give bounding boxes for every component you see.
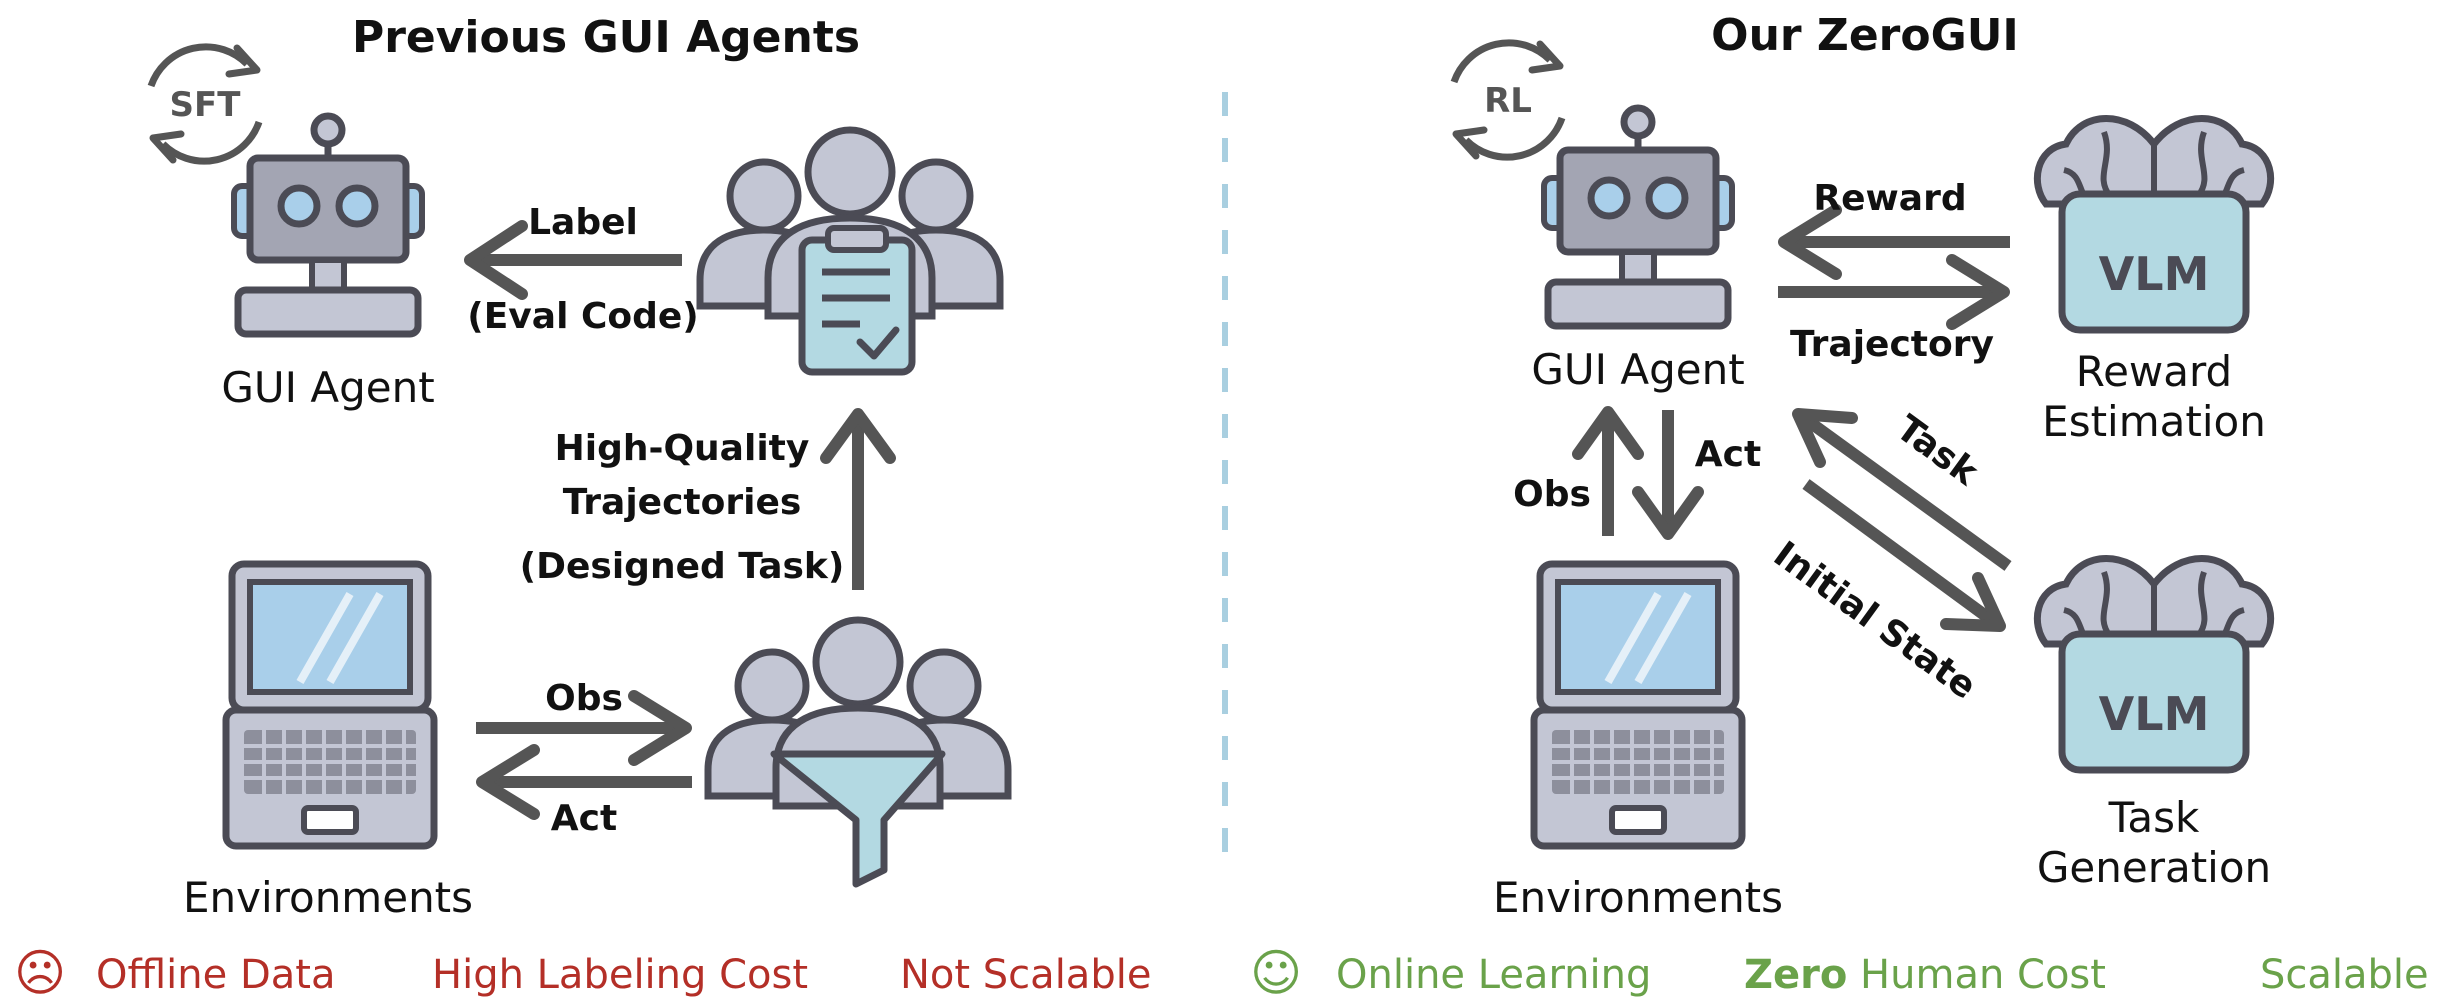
vlm-bottom-label: VLM [2099, 687, 2210, 741]
rl-label: RL [1484, 81, 1532, 121]
sft-cycle-icon: SFT [151, 47, 259, 161]
trajectory-arrow [1778, 254, 2010, 330]
reward-arrow [1778, 204, 2010, 280]
reward-est-line2: Estimation [2042, 397, 2266, 446]
robot-icon-right [1544, 108, 1732, 326]
act-label-left: Act [551, 798, 617, 839]
label-arrow [464, 220, 682, 300]
hq-line1: High-Quality [555, 428, 810, 469]
annotators-icon [700, 130, 1000, 376]
human-cost-text: Human Cost [1847, 952, 2106, 998]
hq-line2: Trajectories [563, 482, 802, 523]
footer-item-scalable: Scalable [2260, 952, 2429, 998]
right-title: Our ZeroGUI [1711, 10, 2019, 61]
zero-bold: Zero [1744, 952, 1847, 998]
happy-face-icon: ☺ [1250, 944, 1302, 1002]
obs-label-left: Obs [545, 678, 623, 719]
left-title: Previous GUI Agents [352, 12, 860, 63]
task-label: Task [1888, 408, 1985, 494]
filter-group-icon [708, 620, 1008, 888]
reward-est-line1: Reward [2076, 347, 2232, 396]
task-arrow [1792, 408, 2012, 571]
laptop-icon-left [226, 564, 434, 846]
trajectory-label: Trajectory [1790, 324, 1994, 365]
footer-right: ☺ Online Learning Zero Human Cost Scalab… [1250, 944, 2429, 1002]
footer-item-high-labeling-cost: High Labeling Cost [432, 952, 808, 998]
eval-code-text: (Eval Code) [467, 296, 698, 337]
laptop-icon-right [1534, 564, 1742, 846]
rl-cycle-icon: RL [1454, 43, 1562, 157]
task-gen-line1: Task [2108, 793, 2200, 842]
sft-label: SFT [170, 85, 242, 125]
robot-icon [234, 116, 422, 334]
environments-label-left: Environments [183, 873, 473, 922]
sad-face-icon: ☹ [14, 944, 66, 1002]
footer-item-offline-data: Offline Data [96, 952, 335, 998]
reward-label: Reward [1813, 178, 1966, 219]
task-gen-line2: Generation [2037, 843, 2271, 892]
hq-line3: (Designed Task) [520, 546, 845, 587]
footer-left: ☹ Offline Data High Labeling Cost Not Sc… [14, 944, 1152, 1002]
act-label-right: Act [1695, 434, 1761, 475]
gui-agent-label-right: GUI Agent [1531, 345, 1744, 394]
footer-item-online-learning: Online Learning [1336, 952, 1651, 998]
initial-state-arrow [1802, 479, 2006, 632]
environments-label-right: Environments [1493, 873, 1783, 922]
obs-arrow-right [1572, 406, 1644, 536]
obs-arrow-left [476, 690, 692, 766]
gui-agent-label-left: GUI Agent [221, 363, 434, 412]
vlm-top-label: VLM [2099, 247, 2210, 301]
obs-label-right: Obs [1513, 474, 1591, 515]
footer-item-zero-human-cost: Zero Human Cost [1744, 952, 2106, 998]
act-arrow-right [1632, 410, 1704, 540]
footer-item-not-scalable: Not Scalable [900, 952, 1151, 998]
up-arrow [820, 408, 896, 590]
act-arrow-left [476, 744, 692, 820]
label-text: Label [528, 202, 638, 243]
